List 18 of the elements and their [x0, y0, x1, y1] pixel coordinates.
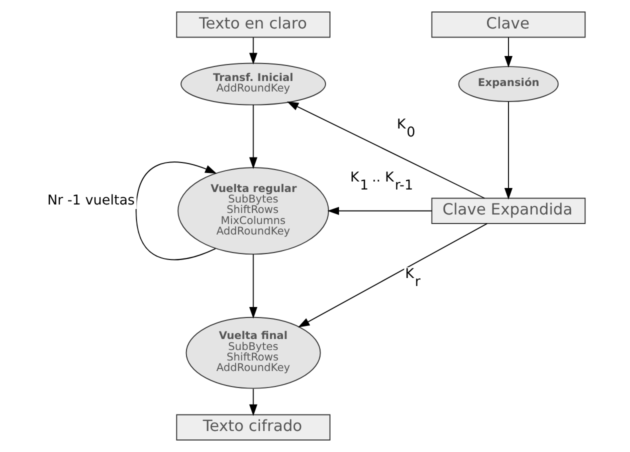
node-ellipse: Vuelta regular SubBytes ShiftRows MixColumns AddRoundKey: [177, 167, 329, 255]
arrow: [248, 37, 257, 64]
arrow: [248, 388, 257, 416]
arrow: [286, 101, 485, 199]
node-ellipse: Expansión: [458, 66, 558, 102]
node-box: Clave: [430, 12, 586, 38]
node-box: Texto cifrado: [176, 414, 330, 440]
node-box: Clave Expandida: [430, 198, 586, 224]
arrow: [248, 254, 257, 319]
arrow: [135, 162, 216, 260]
arrow: [504, 101, 512, 200]
node-box: Texto en claro: [176, 12, 330, 38]
arrow: [248, 104, 257, 169]
arrow: [297, 223, 488, 328]
arrow: [326, 206, 432, 215]
arrow: [504, 37, 512, 68]
edge-label: Nr -1 vueltas: [46, 192, 134, 208]
node-ellipse: Transf. Inicial AddRoundKey: [180, 62, 326, 106]
